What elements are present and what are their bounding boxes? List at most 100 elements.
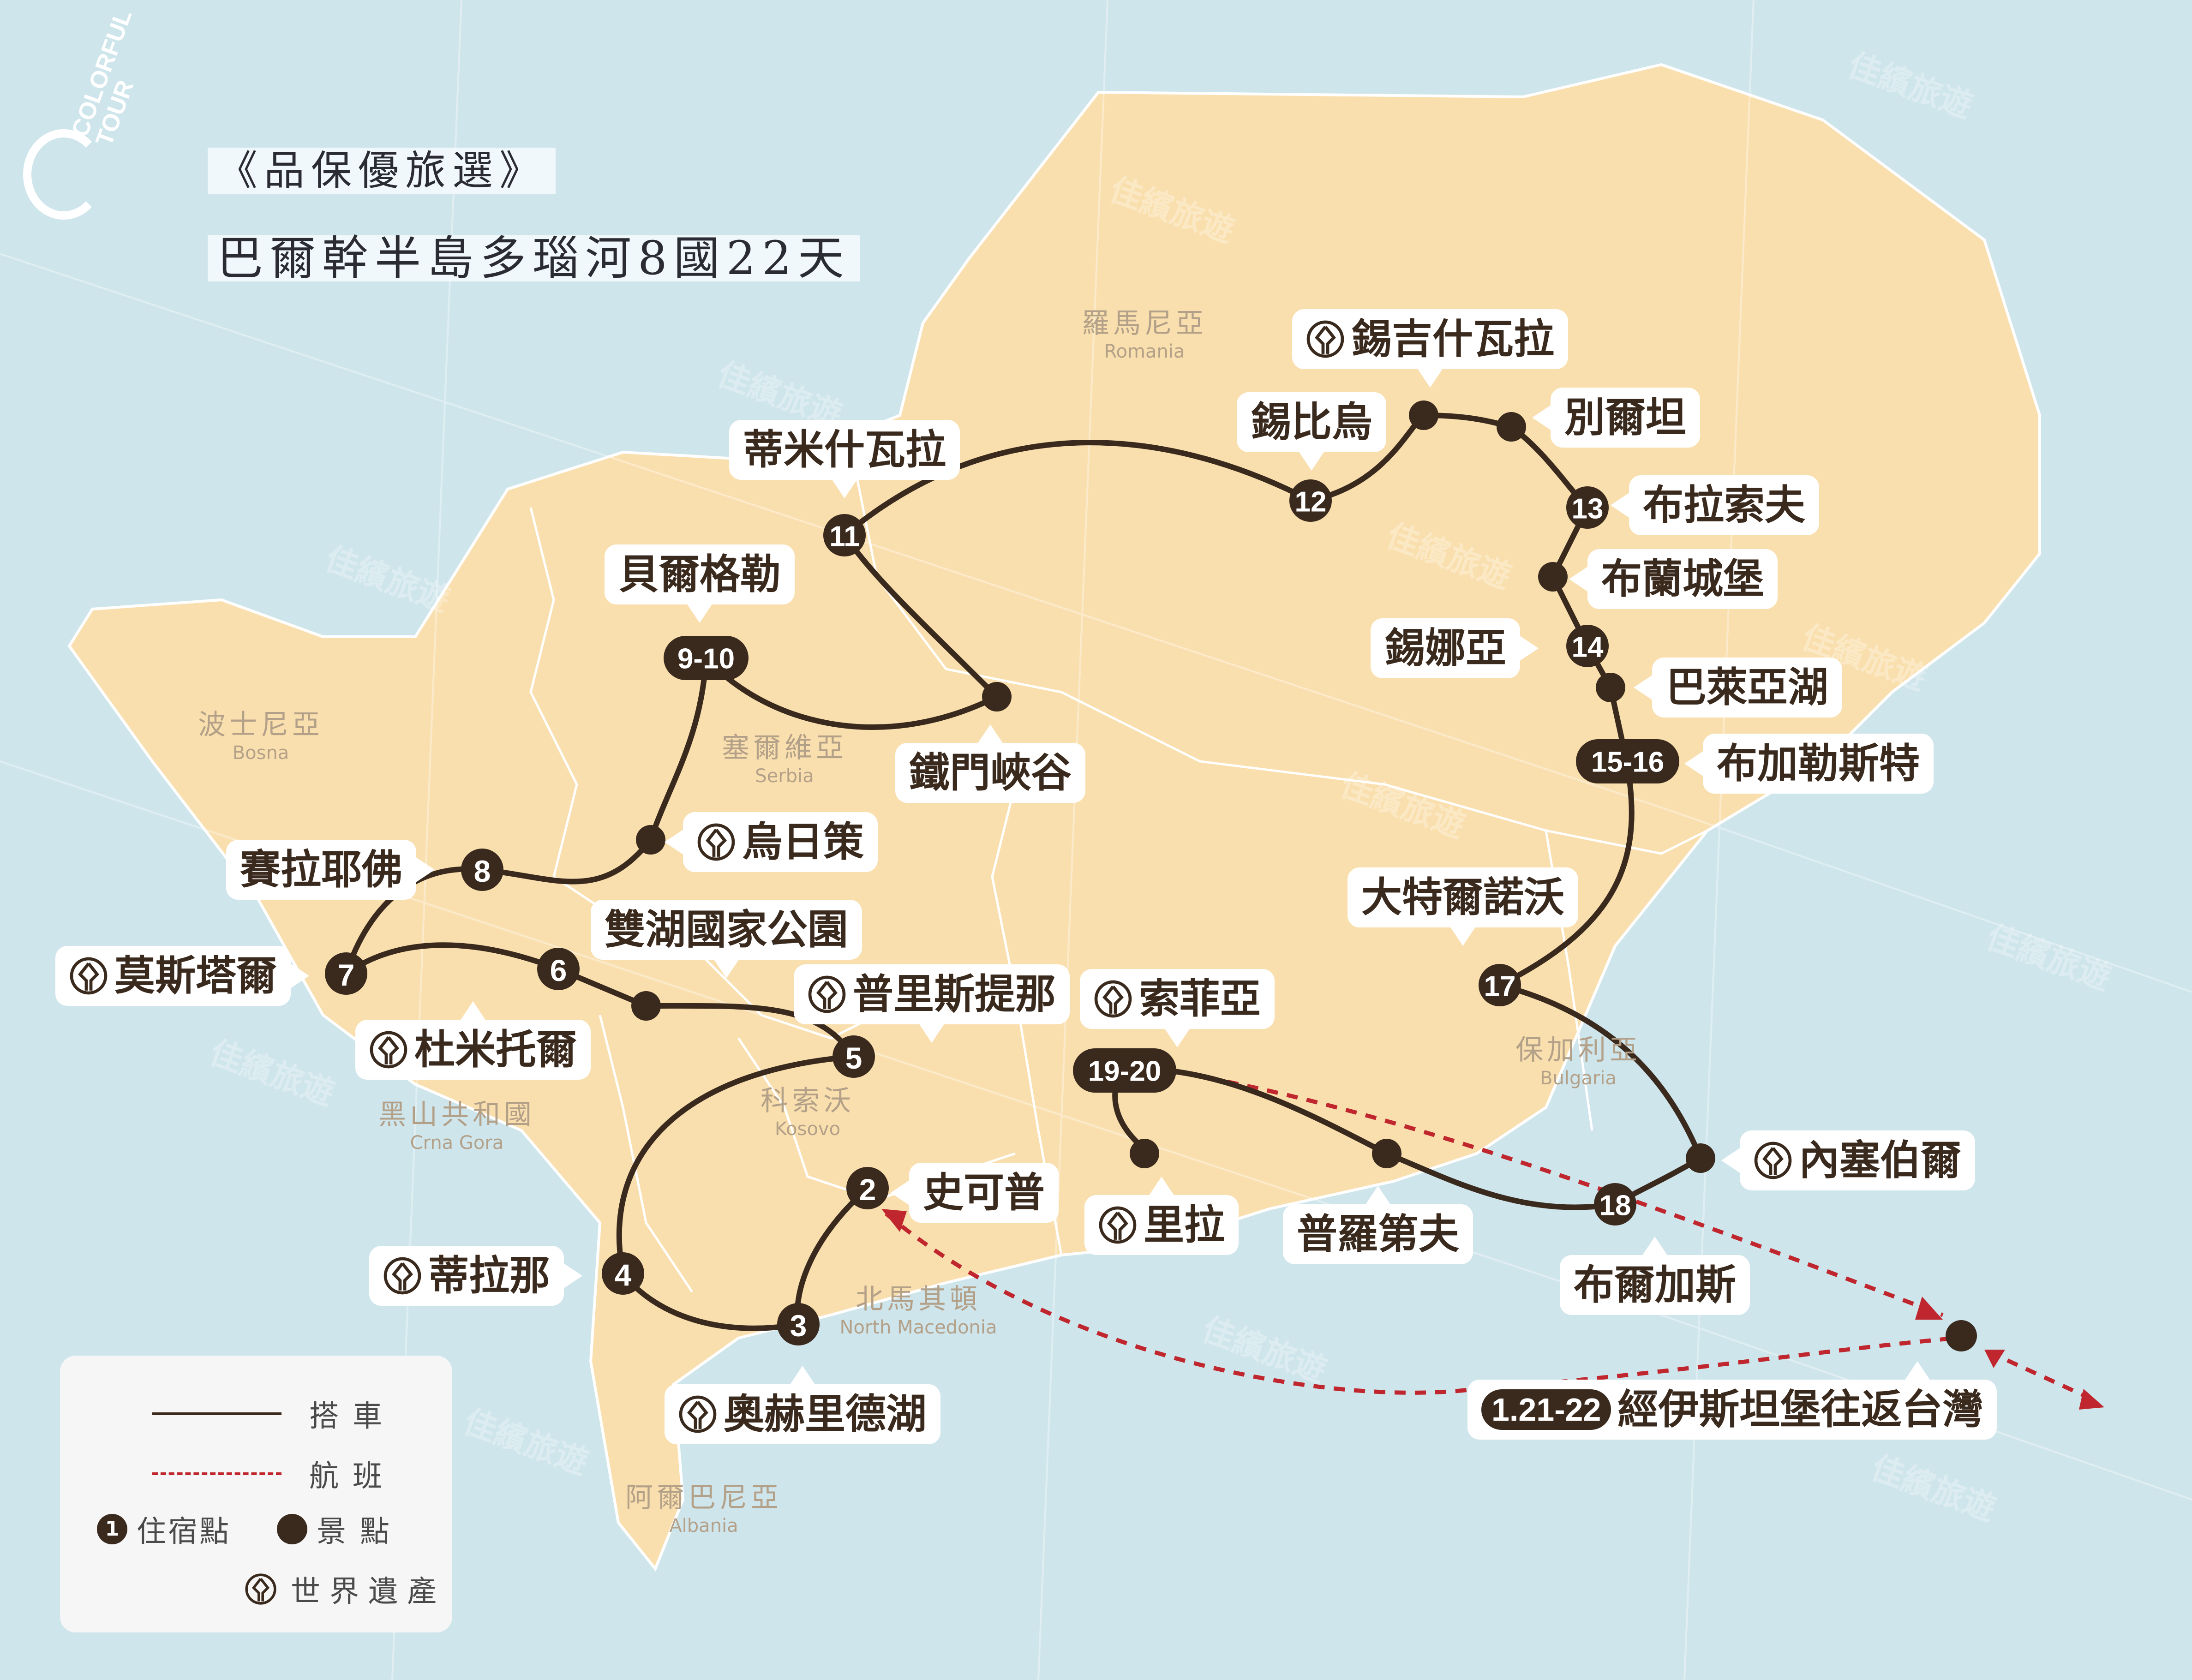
svg-text:6: 6 xyxy=(550,953,567,987)
svg-text:11: 11 xyxy=(829,521,860,553)
stay-nodes: 2 3 4 5 6 7 8 9-10 11 12 13 14 15-16 17 … xyxy=(325,479,1679,1345)
legend-flight: 航班 xyxy=(152,1453,396,1495)
node-11: 11 xyxy=(823,514,866,556)
node-13: 13 xyxy=(1566,486,1609,529)
unesco-heritage-icon xyxy=(1094,980,1132,1018)
unesco-heritage-icon xyxy=(70,957,108,995)
label-burgas: 布爾加斯 xyxy=(1560,1237,1750,1315)
svg-text:佳繽旅遊: 佳繽旅遊 xyxy=(1982,918,2116,998)
label-two-lakes-park: 雙湖國家公園 xyxy=(591,900,862,978)
svg-text:佳繽旅遊: 佳繽旅遊 xyxy=(205,1033,339,1113)
label-ohrid-lake: 奧赫里德湖 xyxy=(665,1366,941,1444)
svg-text:佳繽旅遊: 佳繽旅遊 xyxy=(320,539,455,619)
label-rila: 里拉 xyxy=(1084,1177,1239,1255)
label-sighisoara: 錫吉什瓦拉 xyxy=(1292,309,1569,388)
node-18: 18 xyxy=(1594,1183,1636,1226)
label-skopje: 史可普 xyxy=(891,1163,1059,1223)
svg-text:佳繽旅遊: 佳繽旅遊 xyxy=(1866,1448,2000,1528)
label-pristina: 普里斯提那 xyxy=(794,964,1070,1043)
svg-text:13: 13 xyxy=(1572,493,1604,525)
unesco-heritage-icon xyxy=(1099,1206,1137,1244)
legend-drive: 搭車 xyxy=(152,1393,396,1435)
svg-text:8: 8 xyxy=(474,854,491,888)
label-sinaia: 錫娜亞 xyxy=(1371,618,1539,678)
unesco-heritage-icon xyxy=(679,1395,717,1433)
title-main: 巴爾幹半島多瑙河8國22天 xyxy=(208,235,860,281)
label-brasov: 布拉索夫 xyxy=(1611,475,1820,535)
stay-marker-icon: 1 xyxy=(97,1514,127,1544)
label-veliko-tarnovo: 大特爾諾沃 xyxy=(1348,867,1579,946)
node-2: 2 xyxy=(846,1167,889,1209)
flight-routes xyxy=(885,1068,2101,1405)
label-bucharest: 布加勒斯特 xyxy=(1684,734,1934,794)
node-6: 6 xyxy=(537,948,580,990)
svg-text:5: 5 xyxy=(845,1041,862,1075)
label-durmitor: 杜米托爾 xyxy=(355,1001,591,1080)
unesco-heritage-icon xyxy=(1306,320,1344,358)
svg-text:15-16: 15-16 xyxy=(1591,747,1665,778)
legend-heritage: 世界遺產 xyxy=(245,1568,446,1610)
node-8: 8 xyxy=(461,849,503,891)
unesco-heritage-icon xyxy=(1754,1142,1792,1179)
node-9-10: 9-10 xyxy=(664,636,749,680)
label-tirana: 蒂拉那 xyxy=(369,1246,583,1306)
title-series: 《品保優旅選》 xyxy=(208,148,556,194)
label-iron-gate: 鐵門峽谷 xyxy=(895,724,1086,803)
node-17: 17 xyxy=(1479,964,1521,1006)
svg-text:2: 2 xyxy=(859,1172,876,1207)
svg-text:14: 14 xyxy=(1572,632,1604,664)
node-4: 4 xyxy=(602,1252,644,1295)
svg-text:9-10: 9-10 xyxy=(677,643,735,675)
svg-text:18: 18 xyxy=(1599,1190,1631,1222)
svg-text:佳繽旅遊: 佳繽旅遊 xyxy=(1843,46,1977,126)
legend-sight: 景點 xyxy=(277,1508,403,1550)
label-balea-lake: 巴萊亞湖 xyxy=(1634,658,1843,717)
label-nesebar: 內塞伯爾 xyxy=(1721,1130,1976,1190)
label-biertan: 別爾坦 xyxy=(1532,388,1701,448)
svg-text:12: 12 xyxy=(1295,486,1327,518)
node-15-16: 15-16 xyxy=(1576,739,1679,783)
legend-stay: 1 住宿點 xyxy=(97,1508,231,1550)
svg-text:7: 7 xyxy=(338,958,355,992)
unesco-heritage-icon xyxy=(383,1257,421,1295)
label-flight-istanbul-taiwan: 1.21-22 經伊斯坦堡往返台灣 xyxy=(1467,1361,1997,1440)
map-legend: 搭車 航班 1 住宿點 景點 世界遺產 xyxy=(60,1356,452,1632)
node-5: 5 xyxy=(832,1035,875,1078)
svg-text:佳繽旅遊: 佳繽旅遊 xyxy=(459,1402,593,1482)
label-timisoara: 蒂米什瓦拉 xyxy=(729,420,960,498)
node-14: 14 xyxy=(1566,625,1609,667)
flight-arrowheads xyxy=(881,1209,2104,1410)
svg-text:3: 3 xyxy=(790,1309,807,1343)
colorful-tour-logo: COLORFUL TOUR xyxy=(23,6,180,220)
unesco-heritage-icon xyxy=(697,823,735,861)
flight-days-badge: 1.21-22 xyxy=(1481,1389,1611,1430)
svg-text:4: 4 xyxy=(615,1258,632,1292)
sight-dots xyxy=(631,401,1977,1351)
label-uzice: 烏日策 xyxy=(665,812,878,872)
svg-text:17: 17 xyxy=(1484,971,1516,1003)
node-3: 3 xyxy=(777,1303,820,1345)
dashed-line-icon xyxy=(152,1472,281,1475)
label-sofia: 索菲亞 xyxy=(1080,969,1275,1047)
label-plovdiv: 普羅第夫 xyxy=(1283,1186,1473,1264)
solid-line-icon xyxy=(152,1412,281,1415)
svg-text:19-20: 19-20 xyxy=(1088,1056,1162,1088)
unesco-heritage-icon xyxy=(808,975,846,1013)
label-sarajevo: 賽拉耶佛 xyxy=(226,840,435,900)
node-7: 7 xyxy=(325,952,367,995)
unesco-heritage-icon xyxy=(370,1031,407,1069)
node-19-20: 19-20 xyxy=(1073,1048,1176,1093)
label-sibiu: 錫比烏 xyxy=(1237,392,1387,471)
unesco-heritage-icon xyxy=(245,1573,276,1605)
node-12: 12 xyxy=(1289,479,1332,522)
